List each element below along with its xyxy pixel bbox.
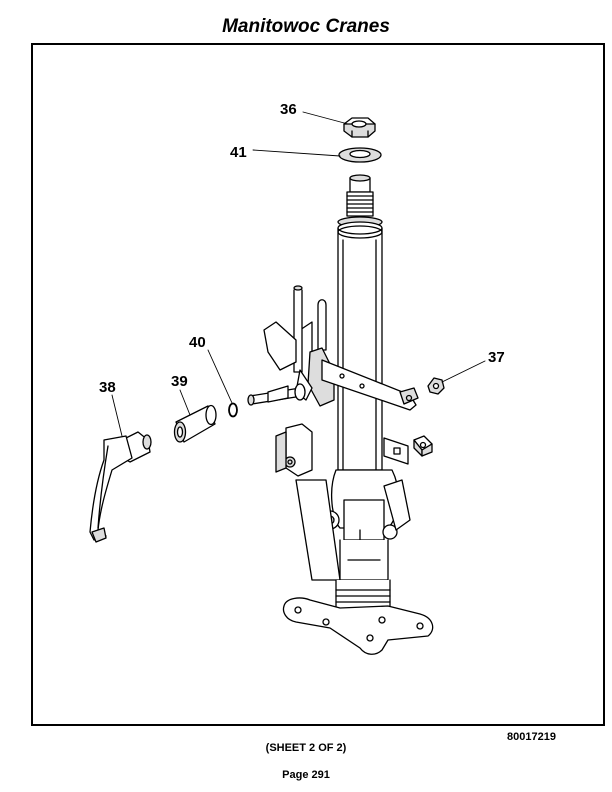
callout-39: 39	[171, 373, 188, 390]
drawing-number: 80017219	[507, 731, 556, 743]
callout-40: 40	[189, 334, 206, 351]
base-flange	[282, 579, 434, 655]
square-nut	[413, 435, 433, 457]
part-38-lever	[89, 431, 152, 543]
page-header-title: Manitowoc Cranes	[222, 16, 390, 37]
upper-bracket	[263, 285, 419, 411]
column-tube	[337, 221, 383, 471]
part-41-washer	[338, 147, 382, 163]
side-lock-block	[275, 423, 313, 477]
page-number: Page 291	[282, 769, 330, 781]
leader-lines	[111, 111, 486, 437]
callout-38: 38	[99, 379, 116, 396]
callout-41: 41	[230, 144, 247, 161]
part-40-o-ring	[228, 402, 238, 418]
right-bracket	[383, 437, 409, 465]
part-39-bushing	[173, 404, 217, 443]
sheet-indicator: (SHEET 2 OF 2)	[265, 742, 347, 754]
tilt-shaft	[247, 383, 306, 406]
part-37-hex-nut	[427, 377, 445, 395]
drawing-frame	[31, 43, 605, 726]
callout-36: 36	[280, 101, 297, 118]
shaft-top-stub	[337, 174, 383, 228]
lower-housing	[295, 479, 411, 581]
lower-yoke	[320, 469, 400, 581]
part-36-hex-nut	[343, 117, 376, 138]
callout-37: 37	[488, 349, 505, 366]
